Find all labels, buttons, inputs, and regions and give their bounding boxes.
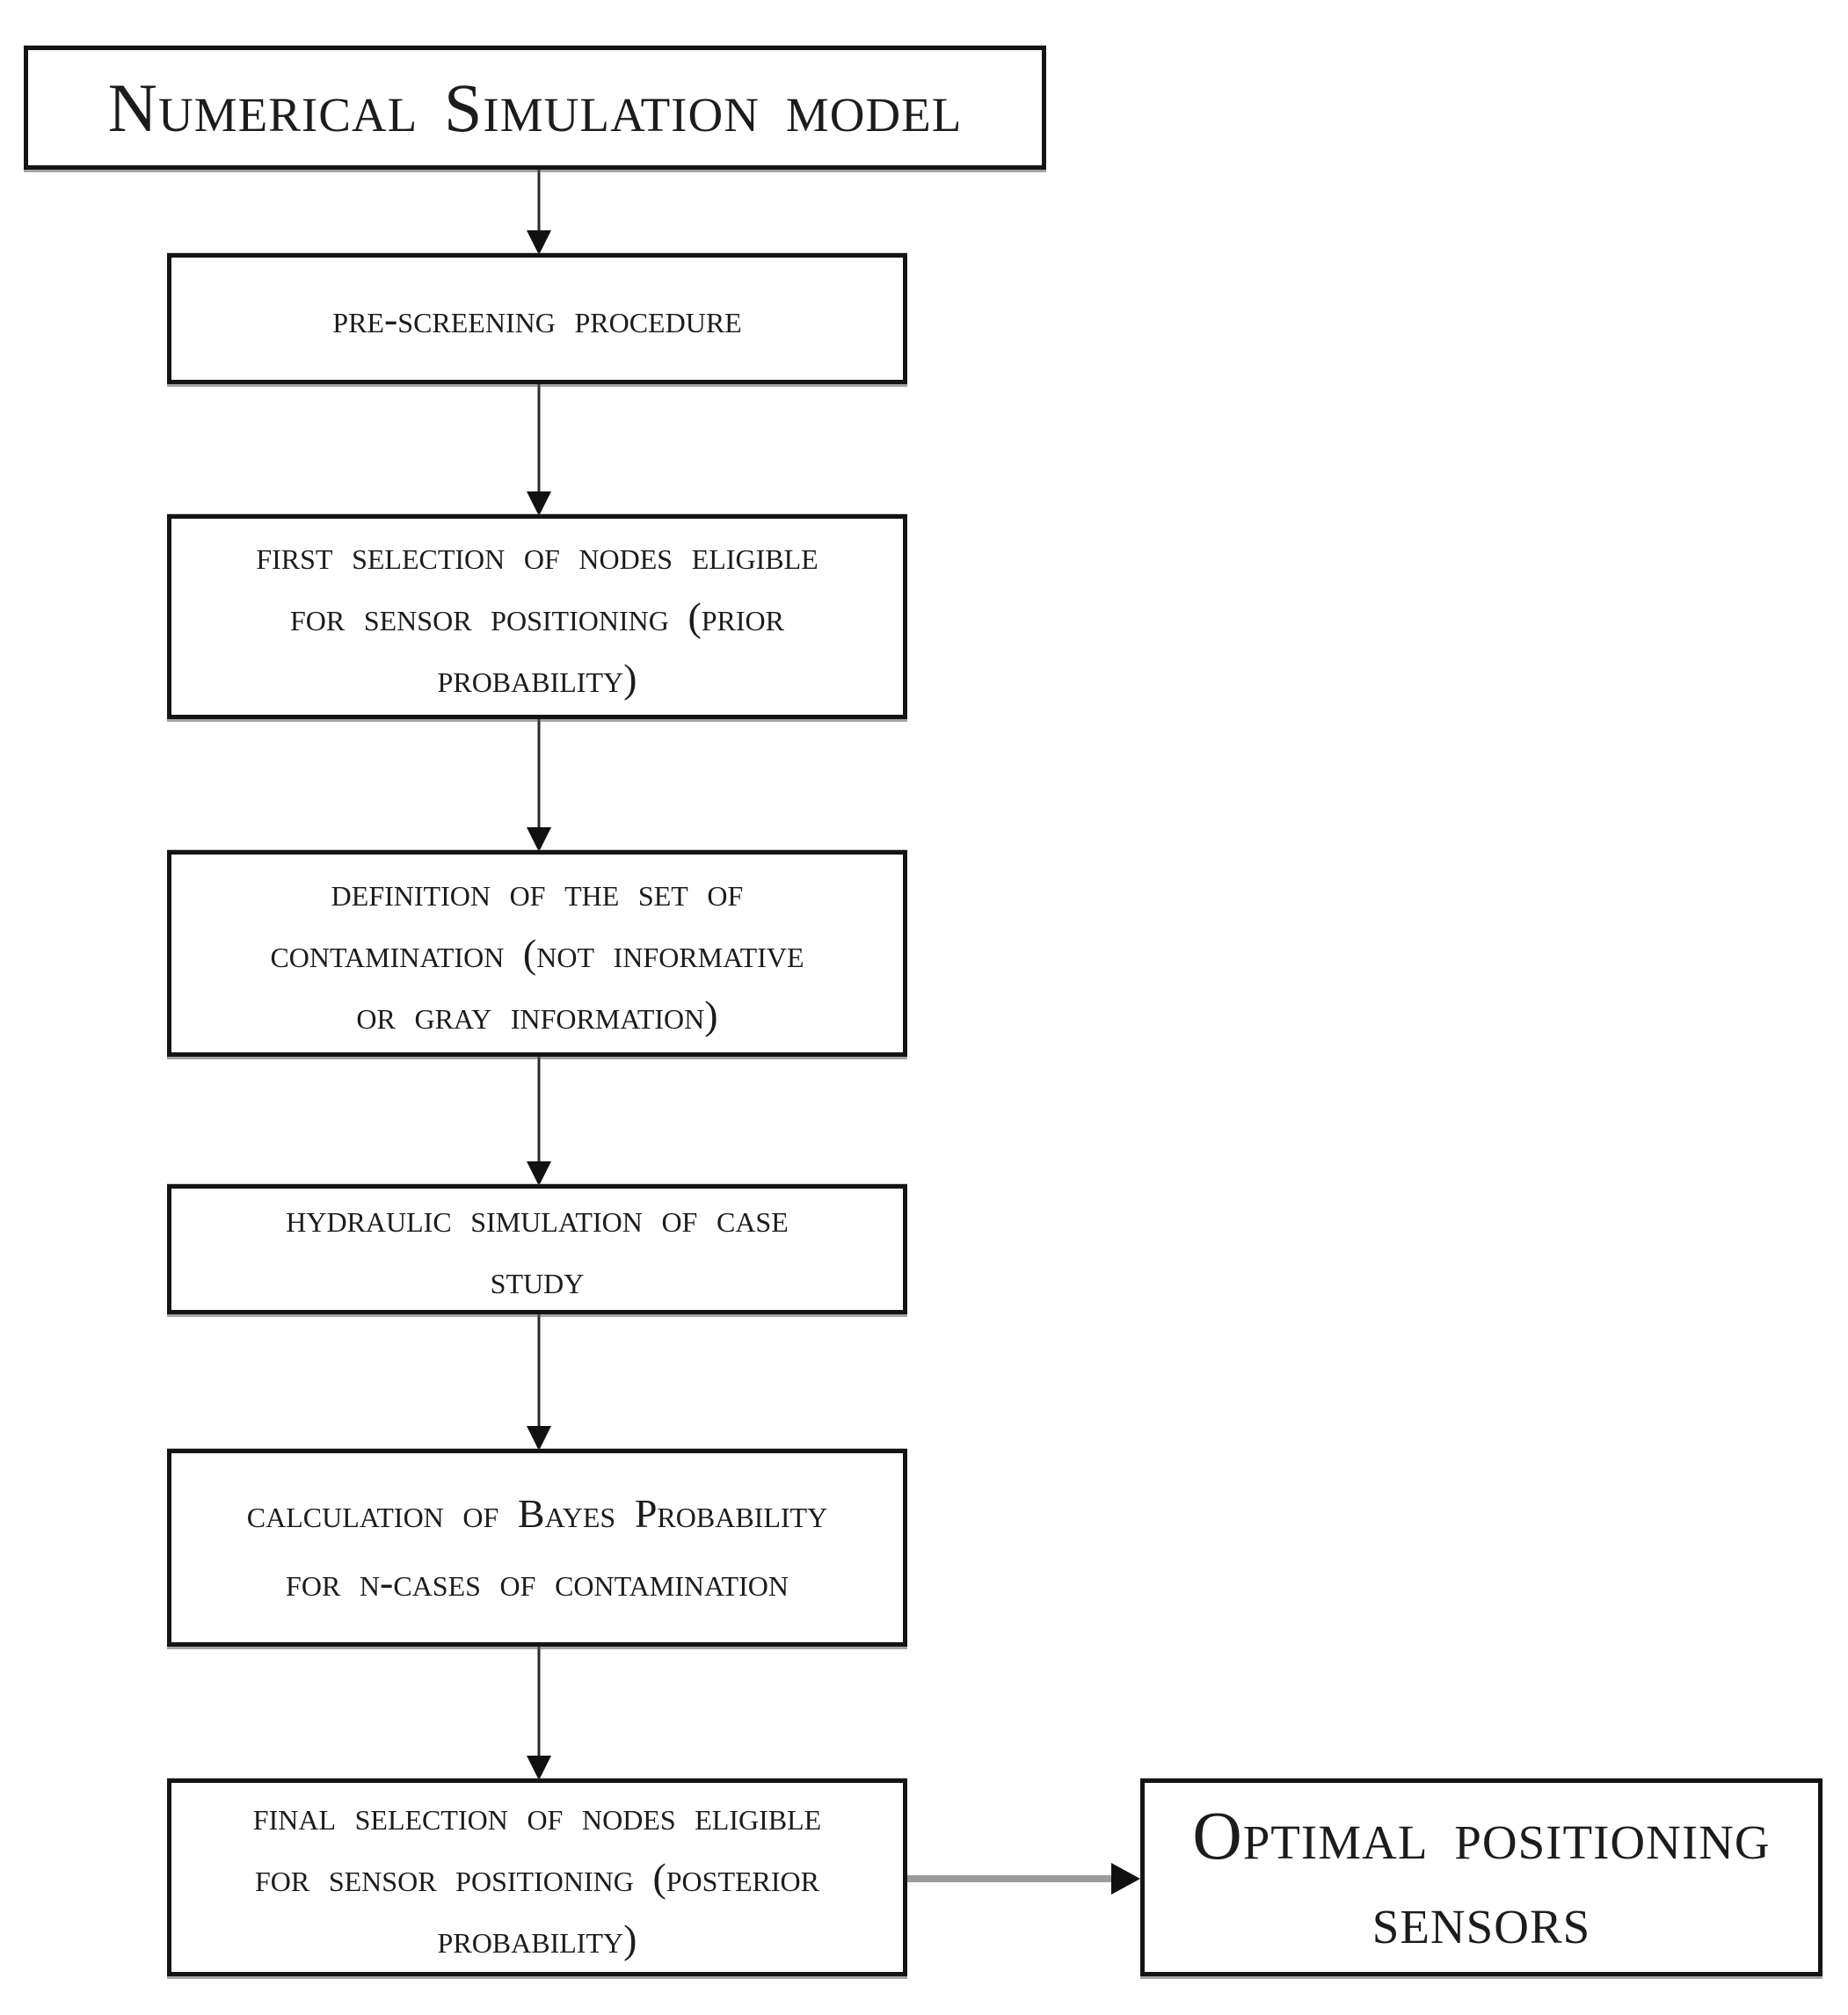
flow-node-pre-screening-procedure: pre-screening procedure [167,253,907,384]
arrow-down-icon [527,1161,551,1186]
node-label-line: probability) [437,1916,637,1961]
node-label-line: contamination (not informative [270,930,804,976]
flow-node-numerical-simulation-model: Numerical Simulation model [24,46,1046,170]
flow-node-bayes-probability-calculation: calculation of Bayes Probability for n-c… [167,1449,907,1647]
node-label-line: probability) [437,655,637,701]
arrow-down-icon [527,1756,551,1780]
node-label-line: study [490,1257,585,1302]
node-label: pre-screening procedure [332,295,742,341]
node-label-line: for sensor positioning (posterior [254,1854,820,1900]
flow-node-contamination-set-definition: definition of the set of contamination (… [167,850,907,1057]
flow-node-first-selection-prior: first selection of nodes eligible for se… [167,514,907,719]
flow-node-final-selection-posterior: final selection of nodes eligible for se… [167,1779,907,1976]
node-label-line: definition of the set of [331,869,744,914]
node-label-line: first selection of nodes eligible [256,532,819,578]
node-label-line: final selection of nodes eligible [252,1793,822,1838]
arrow-down-icon [527,1426,551,1451]
node-label-line: sensors [1371,1880,1591,1958]
flow-node-hydraulic-simulation-case-study: hydraulic simulation of case study [167,1184,907,1314]
node-label-line: or gray information) [356,992,718,1037]
node-label-line: hydraulic simulation of case [286,1196,789,1240]
arrow-down-icon [527,827,551,852]
node-label: Numerical Simulation model [107,69,963,146]
arrow-down-icon [527,230,551,255]
node-label-line: for n-cases of contamination [286,1559,789,1604]
node-label-line: for sensor positioning (prior [289,593,785,639]
flow-node-optimal-positioning-sensors: Optimal positioning sensors [1140,1779,1823,1976]
arrow-down-icon [527,491,551,516]
arrow-right-icon [1111,1863,1140,1895]
node-label-line: calculation of Bayes Probability [246,1490,828,1536]
node-label-line: Optimal positioning [1192,1796,1771,1873]
